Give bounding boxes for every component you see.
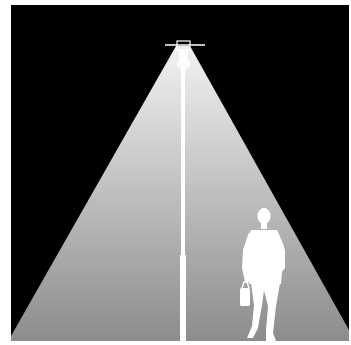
person-torso <box>245 230 284 284</box>
person-neck <box>261 222 267 229</box>
person-head <box>258 208 271 224</box>
lamp-bulb <box>179 50 188 60</box>
lamp-glow <box>177 59 191 69</box>
lamp-pole-base <box>180 255 186 341</box>
person-bag <box>240 288 250 306</box>
